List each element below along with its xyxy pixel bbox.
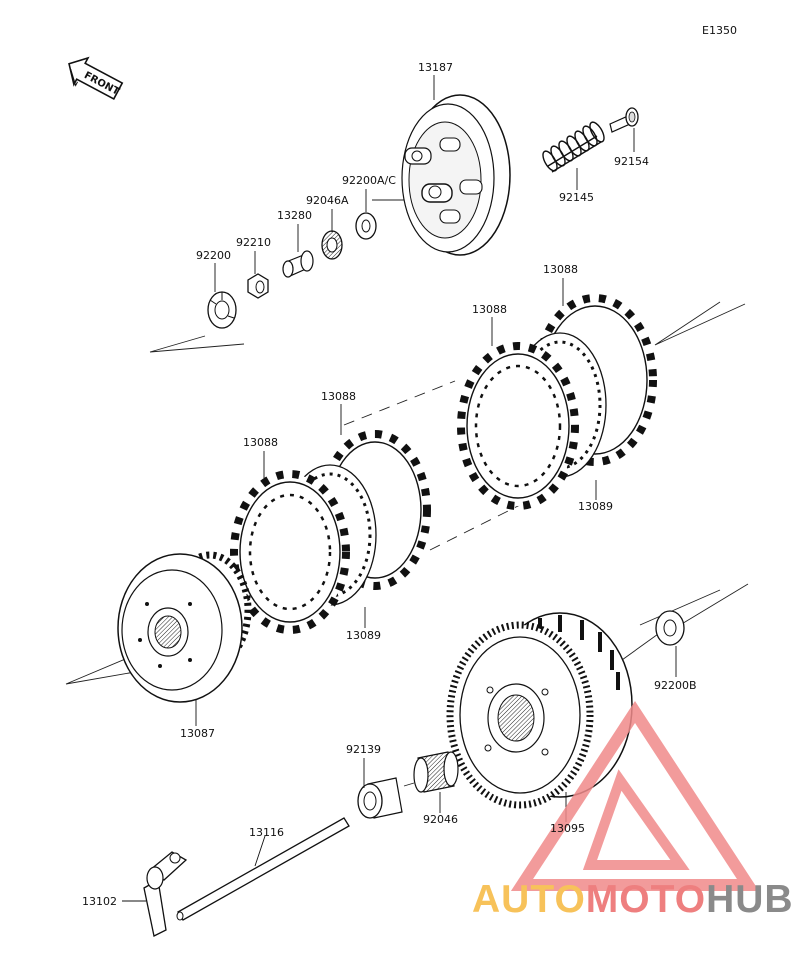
needle-bearing-92046 (413, 751, 459, 793)
bearing-92046a (321, 230, 343, 260)
part-label-92139: 92139 (346, 743, 381, 756)
clutch-housing-13095 (446, 612, 633, 809)
part-label-92200b: 92200B (654, 679, 697, 692)
watermark-moto: MOTO (585, 878, 707, 921)
part-label-13087: 13087 (180, 727, 215, 740)
diagram-code: E1350 (702, 24, 737, 37)
part-label-92046a: 92046A (306, 194, 349, 207)
clutch-hub-13087 (117, 551, 252, 703)
part-label-13187: 13187 (418, 61, 453, 74)
washer-92200ac (355, 212, 377, 240)
part-label-13088-front: 13088 (472, 303, 507, 316)
watermark-hub: HUB (706, 878, 794, 921)
clutch-spring-92145 (542, 121, 605, 173)
part-label-13089-front: 13089 (346, 629, 381, 642)
watermark-auto: AUTO (472, 878, 586, 921)
part-label-92145: 92145 (559, 191, 594, 204)
pusher-13280 (282, 250, 314, 278)
part-label-13088-first: 13088 (243, 436, 278, 449)
part-label-13095: 13095 (550, 822, 585, 835)
part-label-92046: 92046 (423, 813, 458, 826)
part-label-92154: 92154 (614, 155, 649, 168)
friction-plate-13088-first (230, 470, 350, 634)
part-label-13088-rear: 13088 (543, 263, 578, 276)
push-rod-13116 (176, 817, 350, 921)
part-label-13280: 13280 (277, 209, 312, 222)
part-label-92200: 92200 (196, 249, 231, 262)
part-label-13088-mid: 13088 (321, 390, 356, 403)
nut-92210 (247, 273, 269, 299)
part-label-13102: 13102 (82, 895, 117, 908)
bolt-92154 (609, 107, 639, 133)
pressure-plate-13187 (401, 94, 511, 256)
part-label-92200ac: 92200A/C (342, 174, 396, 187)
watermark-logo-icon (510, 701, 760, 891)
part-label-13116: 13116 (249, 826, 284, 839)
washer-92200 (207, 291, 237, 329)
watermark-text: AUTOMOTOHUB (472, 878, 794, 922)
friction-plate-13088-front (457, 342, 579, 510)
part-label-13089-rear: 13089 (578, 500, 613, 513)
washer-92200b (655, 610, 685, 646)
front-arrow-icon: FRONT (68, 56, 124, 100)
collar-92139 (357, 777, 403, 819)
part-label-92210: 92210 (236, 236, 271, 249)
release-lever-13102 (143, 851, 188, 937)
